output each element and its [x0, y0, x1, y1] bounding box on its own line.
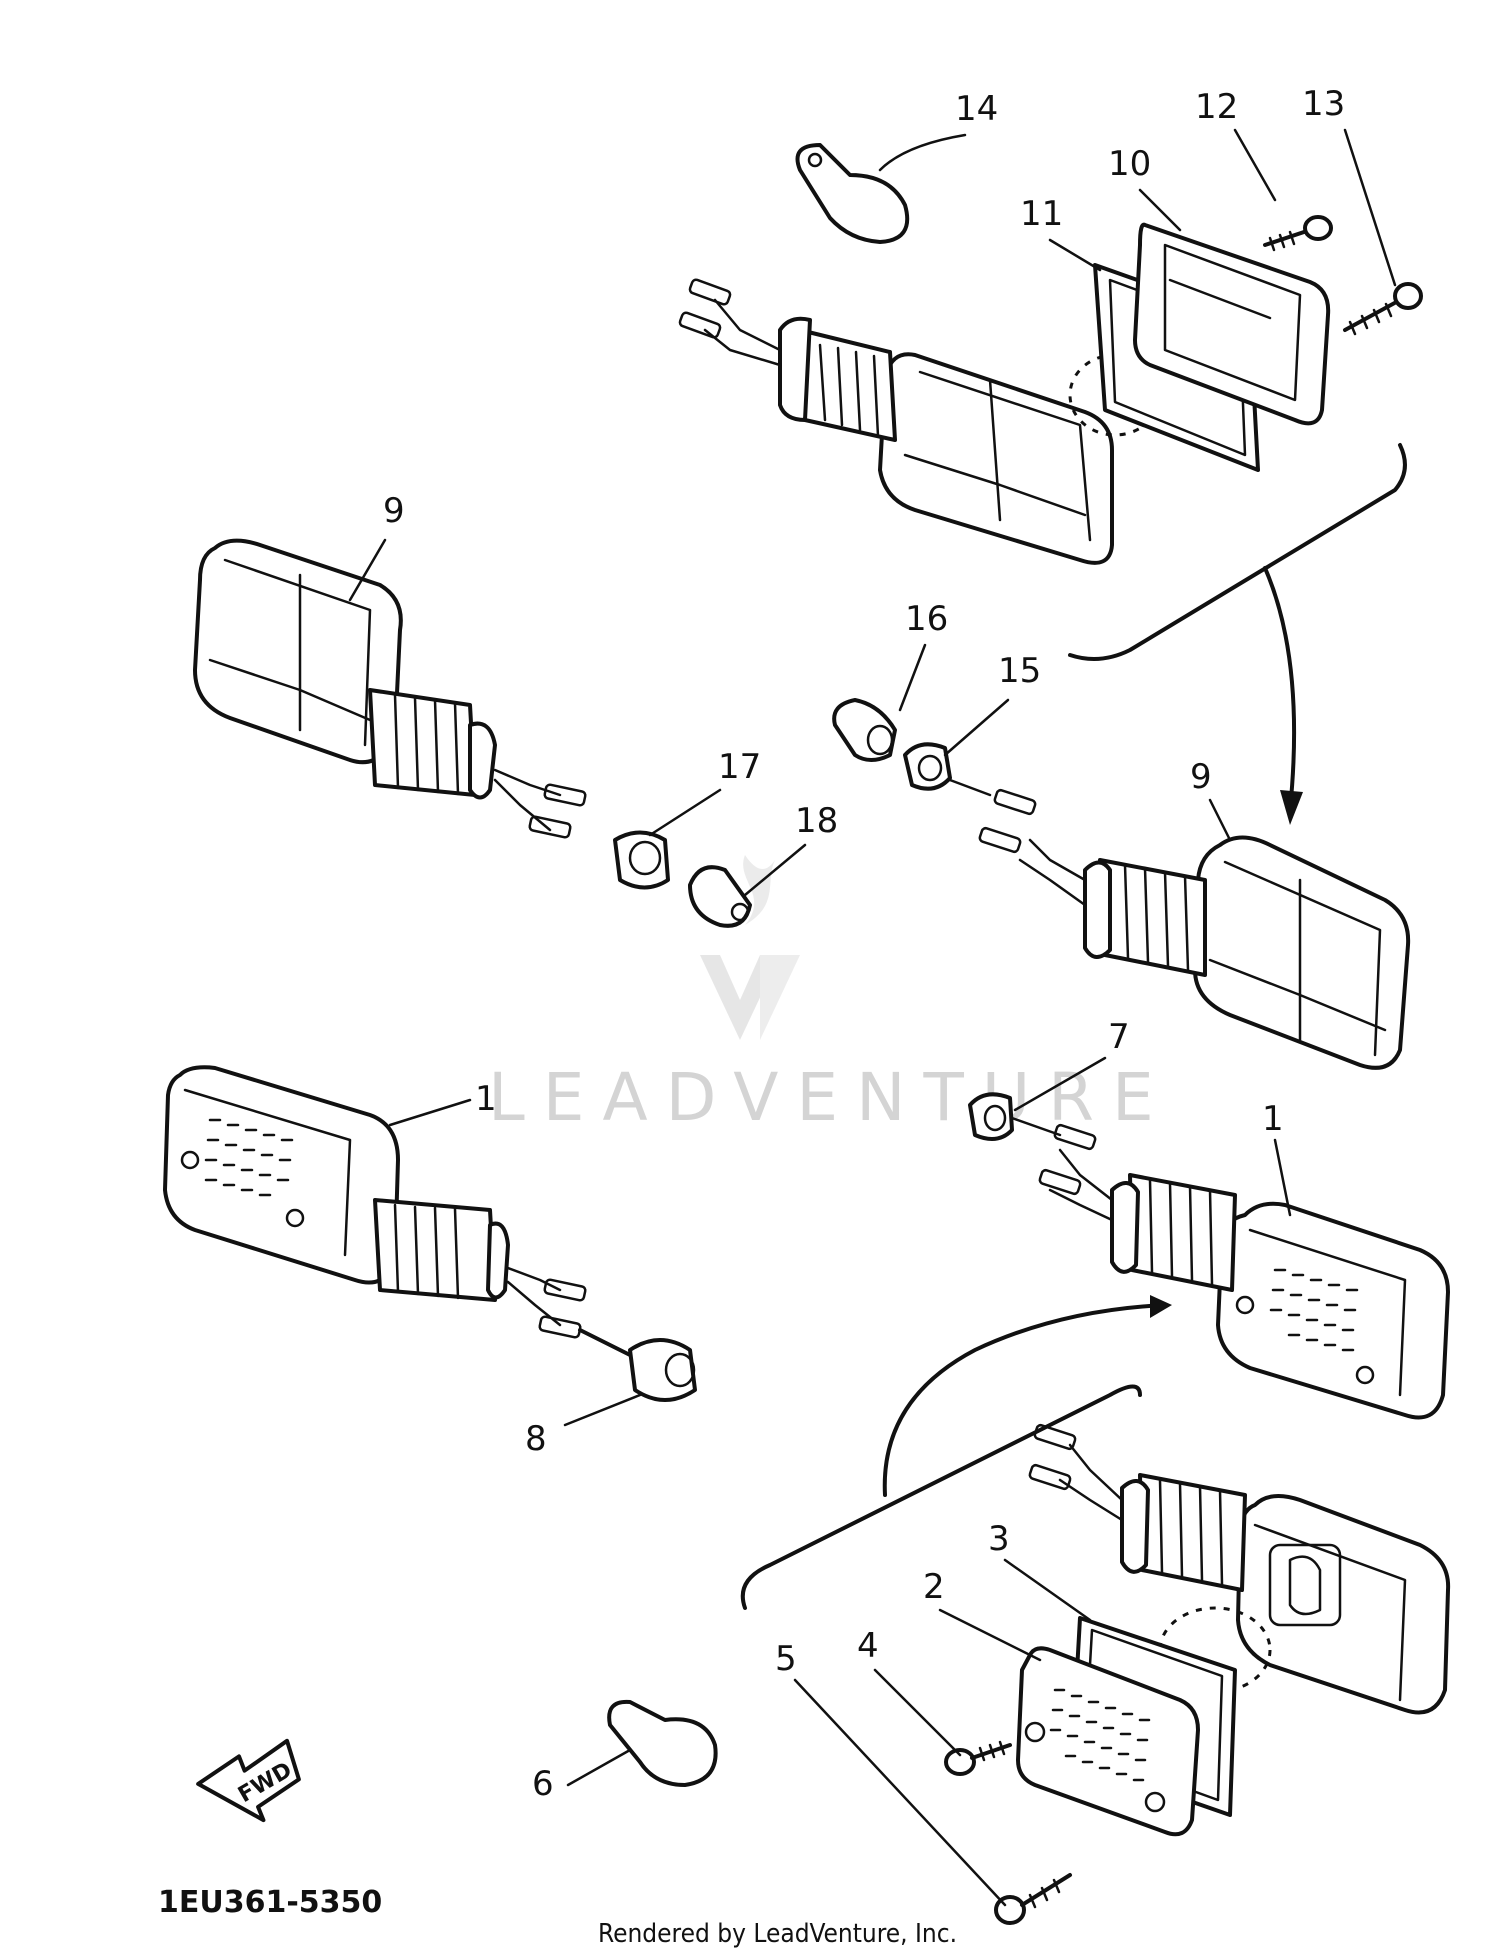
- watermark-logo: [700, 855, 800, 1040]
- upper-install-arrow: [1263, 566, 1297, 812]
- screw-5: [994, 1873, 1072, 1925]
- nut-15: [903, 742, 952, 791]
- lower-install-arrow: [882, 1303, 1167, 1497]
- callout-9-left: 9: [383, 491, 405, 531]
- render-credit: Rendered by LeadVenture, Inc.: [598, 1919, 957, 1949]
- bulb-6: [607, 1699, 718, 1787]
- bulb-14: [795, 143, 910, 244]
- callout-4: 4: [857, 1626, 879, 1666]
- callout-7: 7: [1108, 1017, 1130, 1057]
- screw-12: [1263, 215, 1333, 252]
- callout-13: 13: [1302, 84, 1345, 124]
- lower-arrow-head: [1150, 1295, 1172, 1318]
- left-rear-flasher: [193, 538, 587, 839]
- nut-8: [578, 1328, 697, 1402]
- callout-labels: 14 12 13 10 11 9 16 15 17 18 9 7 1 1 8 3…: [383, 84, 1345, 1804]
- callout-16: 16: [905, 599, 948, 639]
- grommet-18: [688, 865, 752, 928]
- lower-bracket: [740, 1384, 1142, 1610]
- right-rear-flasher: [948, 778, 1411, 1070]
- nut-17: [613, 830, 670, 890]
- callout-9-right: 9: [1190, 757, 1212, 797]
- callout-8: 8: [525, 1419, 547, 1459]
- callout-6: 6: [532, 1764, 554, 1804]
- upper-rear-flasher-assembly: [678, 143, 1423, 565]
- callout-18: 18: [795, 801, 838, 841]
- callout-1-left: 1: [475, 1079, 497, 1119]
- callout-15: 15: [998, 651, 1041, 691]
- callout-leaders: [348, 128, 1397, 1907]
- callout-14: 14: [955, 89, 998, 129]
- callout-1-right: 1: [1262, 1099, 1284, 1139]
- forward-direction-arrow: FWD: [196, 1738, 301, 1823]
- grommet-16: [832, 698, 897, 762]
- diagram-code: 1EU361-5350: [158, 1885, 382, 1920]
- screw-4: [944, 1740, 1012, 1776]
- callout-2: 2: [923, 1567, 945, 1607]
- lower-front-flasher-assembly: [1016, 1423, 1451, 1837]
- nut-7: [968, 1092, 1062, 1141]
- callout-10: 10: [1108, 144, 1151, 184]
- callout-3: 3: [988, 1519, 1010, 1559]
- upper-arrow-head: [1280, 790, 1303, 825]
- callout-11: 11: [1020, 194, 1063, 234]
- watermark-text: LEADVENTURE: [488, 1059, 1172, 1136]
- upper-bracket: [1068, 443, 1407, 661]
- callout-12: 12: [1195, 87, 1238, 127]
- screw-13: [1343, 282, 1423, 336]
- callout-17: 17: [718, 747, 761, 787]
- right-front-flasher: [1038, 1123, 1450, 1420]
- callout-5: 5: [775, 1639, 797, 1679]
